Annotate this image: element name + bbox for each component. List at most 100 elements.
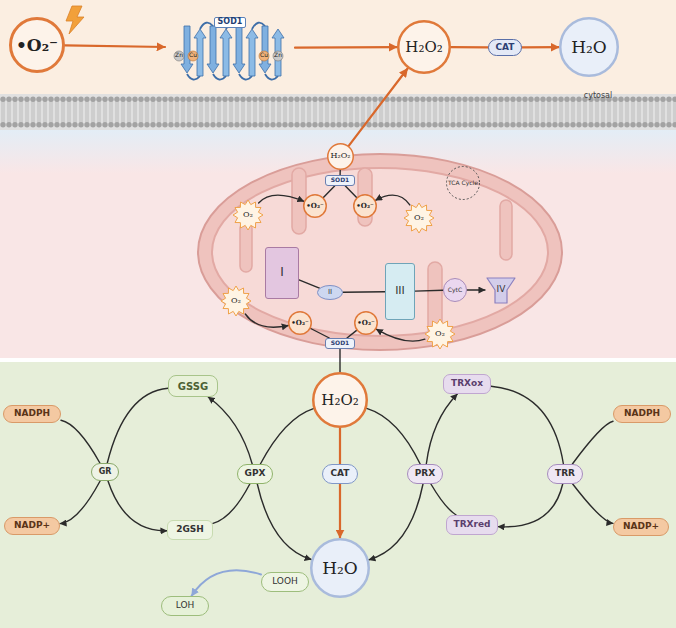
pathway-arrow bbox=[343, 291, 385, 293]
superoxide-circle: •O₂⁻ bbox=[288, 311, 312, 335]
pathway-arrow bbox=[522, 46, 559, 48]
node-text: SOD1 bbox=[331, 177, 350, 184]
pathway-arrow bbox=[376, 329, 425, 341]
cytosol-band bbox=[0, 0, 676, 94]
outline-shape bbox=[318, 286, 343, 300]
outline-shape bbox=[398, 21, 450, 73]
node-text: LOH bbox=[176, 601, 195, 611]
membrane-base bbox=[0, 94, 676, 130]
metal-label: Zn bbox=[273, 52, 283, 59]
cofactor-pill: NADPH bbox=[3, 405, 61, 423]
node-text: I bbox=[280, 266, 284, 279]
metal-label: Zn bbox=[174, 52, 184, 59]
node-text: TCA Cycle bbox=[448, 180, 478, 187]
intermembrane-band bbox=[0, 130, 676, 174]
pathway-arrow bbox=[572, 421, 613, 464]
node-text: PRX bbox=[415, 469, 435, 479]
pathway-arrow bbox=[339, 428, 341, 464]
enzyme-pill: GPX bbox=[237, 464, 273, 484]
outline-shape bbox=[328, 144, 354, 170]
enzyme-illustration: SOD1 bbox=[165, 12, 295, 84]
node-text: H₂O₂ bbox=[405, 39, 442, 56]
enzyme-box: SOD1 bbox=[325, 175, 355, 186]
node-text: TRXred bbox=[454, 520, 491, 530]
node-text: GSSG bbox=[178, 381, 208, 392]
node-text: O₂ bbox=[414, 214, 424, 223]
outline-shape bbox=[221, 286, 251, 316]
thioredoxin-box: TRXox bbox=[443, 374, 491, 394]
outline-shape bbox=[444, 279, 467, 302]
node-text: SOD1 bbox=[331, 340, 350, 347]
node-text: GPX bbox=[245, 469, 266, 479]
outline-shape bbox=[355, 312, 378, 335]
pathway-arrow bbox=[339, 349, 340, 372]
outline-shape bbox=[311, 539, 369, 597]
outline-shape bbox=[404, 203, 434, 233]
node-text: TRXox bbox=[451, 379, 483, 389]
enzyme-pill: PRX bbox=[407, 464, 443, 484]
pathway-arrow bbox=[245, 314, 288, 327]
pathway-arrow bbox=[498, 484, 563, 527]
pathway-arrow bbox=[323, 186, 334, 197]
node-text: NADPH bbox=[14, 409, 50, 419]
metal-label: Cu bbox=[259, 52, 269, 59]
pathway-arrow bbox=[311, 329, 330, 339]
water-circle: H₂O bbox=[310, 538, 370, 598]
complex-box: III bbox=[385, 263, 415, 320]
mitochondrion bbox=[198, 154, 562, 350]
lipid-pill: LOOH bbox=[261, 572, 309, 592]
enzyme-box: SOD1 bbox=[325, 338, 355, 349]
peroxide-circle: H₂O₂ bbox=[327, 143, 354, 170]
node-text: •O₂⁻ bbox=[16, 36, 58, 55]
lipid-pill: LOH bbox=[161, 596, 209, 616]
complex-ellipse: II bbox=[317, 285, 343, 300]
node-text: O₂ bbox=[243, 211, 253, 220]
superoxide-circle: •O₂⁻ bbox=[354, 311, 378, 335]
node-text: O₂ bbox=[231, 297, 241, 306]
complex-box: I bbox=[265, 247, 299, 299]
pathway-arrow bbox=[573, 484, 613, 523]
outline-shape bbox=[313, 373, 367, 427]
oxygen-burst: O₂ bbox=[424, 318, 456, 350]
pathway-arrow bbox=[491, 386, 563, 464]
pathway-arrow bbox=[65, 45, 165, 47]
pathway-arrow bbox=[108, 481, 167, 531]
node-text: II bbox=[328, 289, 332, 297]
pathway-arrow bbox=[345, 186, 356, 197]
antioxidant-band bbox=[0, 362, 676, 628]
outline-shape bbox=[447, 167, 480, 200]
outline-shape bbox=[304, 195, 327, 218]
cofactor-pill: NADP+ bbox=[613, 518, 669, 536]
outline-shape bbox=[425, 319, 455, 349]
pathway-arrow bbox=[213, 484, 250, 523]
pathway-arrow bbox=[299, 280, 319, 288]
glutathione-box: 2GSH bbox=[167, 520, 213, 540]
oxygen-burst: O₂ bbox=[232, 199, 264, 231]
cytochrome-circle: CytC bbox=[443, 278, 467, 302]
superoxide-circle: •O₂⁻ bbox=[303, 194, 327, 218]
glutathione-box: GSSG bbox=[168, 375, 218, 397]
thioredoxin-box: TRXred bbox=[446, 515, 498, 535]
node-text: CytC bbox=[448, 287, 462, 294]
outline-shape bbox=[560, 18, 618, 76]
node-text: CAT bbox=[330, 469, 349, 479]
node-text: SOD1 bbox=[214, 17, 247, 28]
node-text: 2GSH bbox=[176, 525, 204, 535]
superoxide-circle: •O₂⁻ bbox=[353, 194, 377, 218]
pathway-arrow bbox=[339, 484, 341, 538]
node-text: III bbox=[395, 285, 405, 297]
oxygen-burst: O₂ bbox=[220, 285, 252, 317]
pathway-arrow bbox=[61, 420, 100, 463]
node-text: NADP+ bbox=[623, 522, 659, 532]
peroxide-circle: H₂O₂ bbox=[397, 20, 451, 74]
sod1-protein bbox=[174, 23, 284, 80]
node-text: H₂O bbox=[322, 559, 358, 578]
water-circle: H₂O bbox=[559, 17, 619, 77]
node-text: •O₂⁻ bbox=[356, 202, 373, 210]
pathway-arrow bbox=[451, 46, 488, 48]
pathway-arrow bbox=[367, 408, 421, 464]
node-text: •O₂⁻ bbox=[357, 319, 374, 327]
pathway-arrow bbox=[192, 570, 262, 596]
